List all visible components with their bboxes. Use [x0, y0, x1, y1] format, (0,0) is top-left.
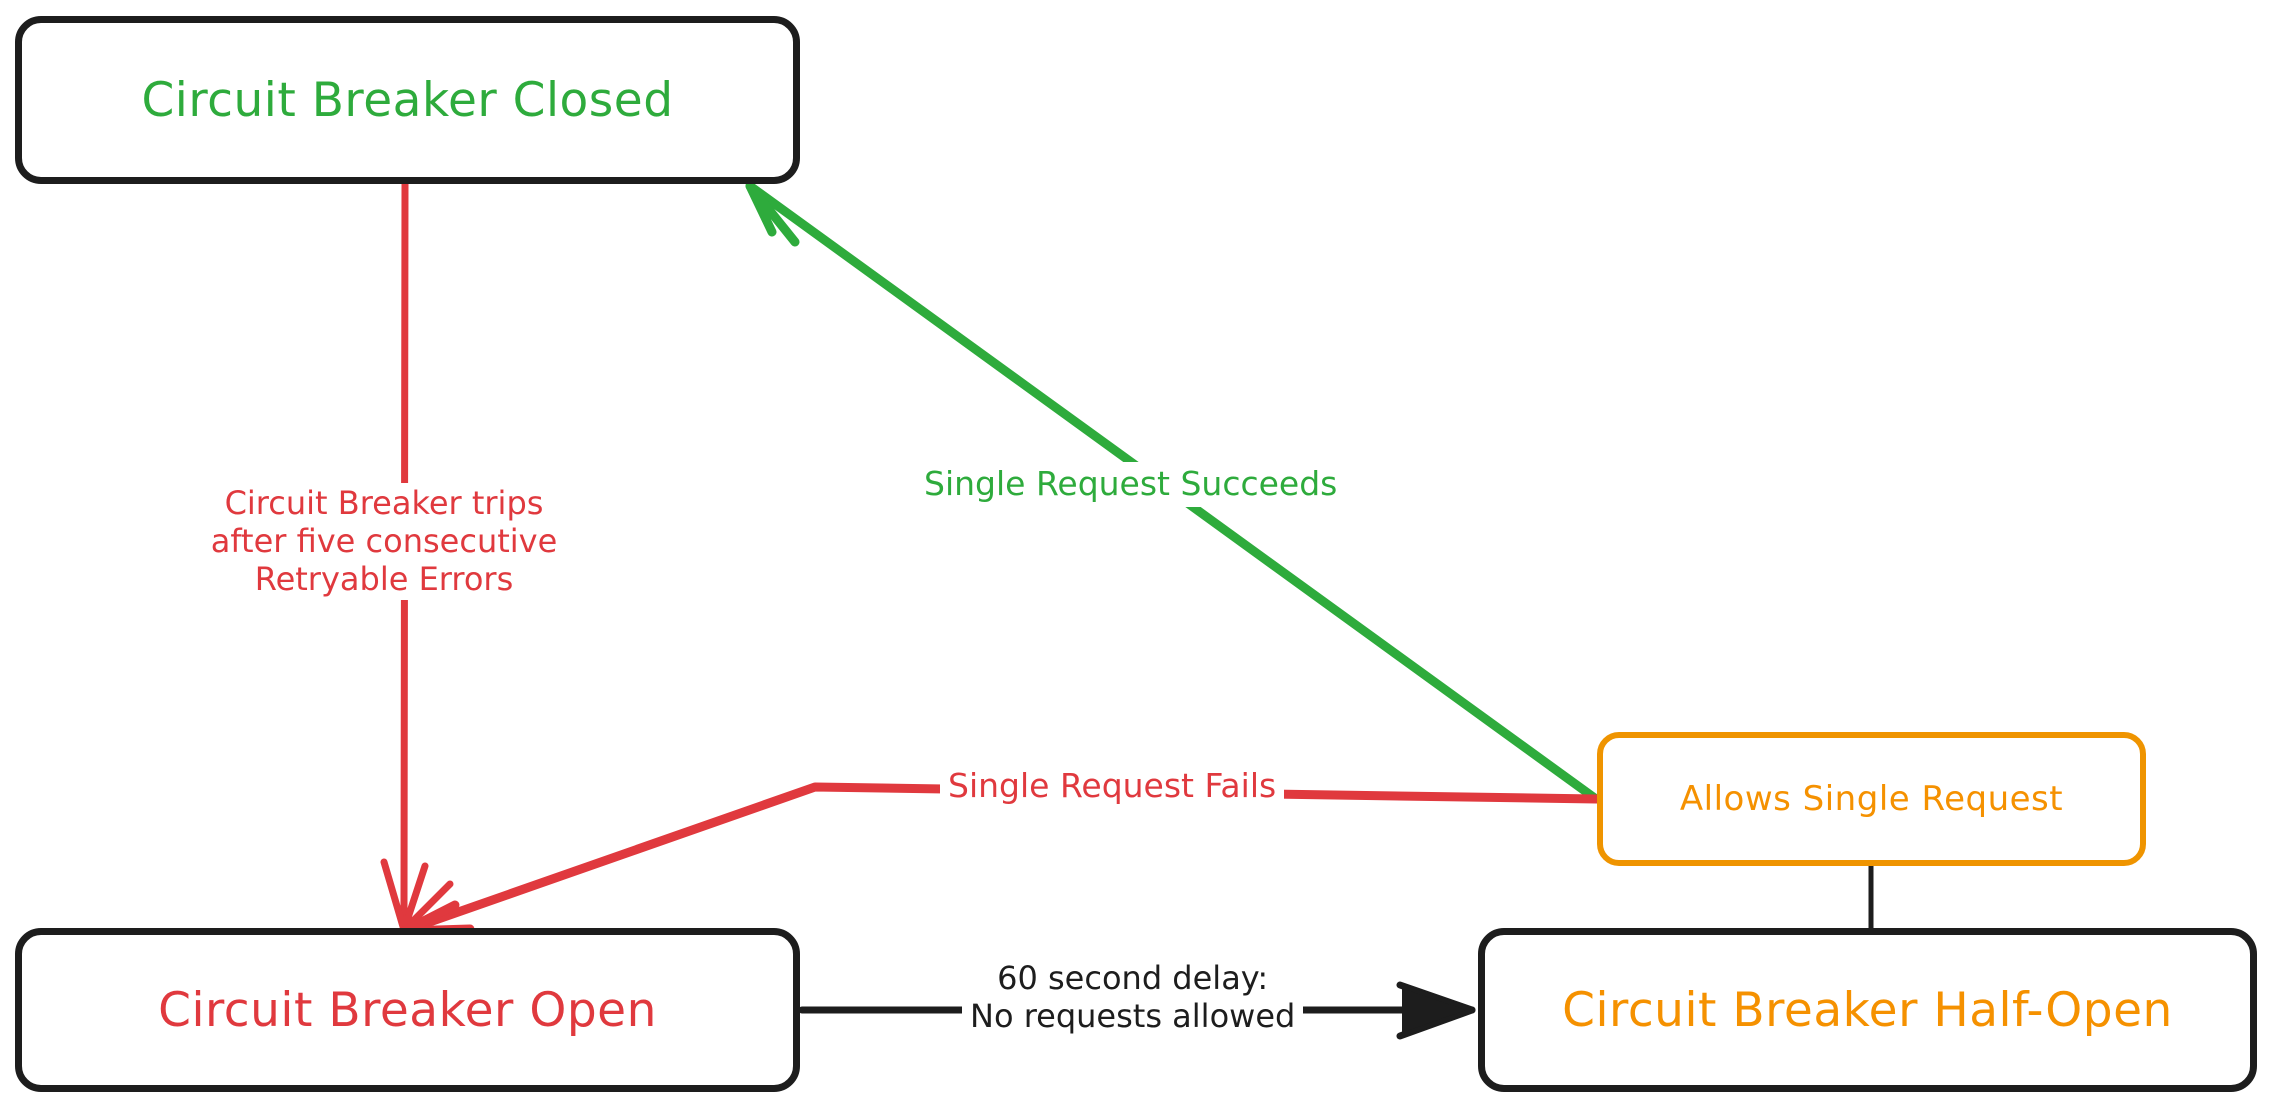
- node-circuit-breaker-open[interactable]: Circuit Breaker Open: [15, 928, 800, 1092]
- node-label-closed: Circuit Breaker Closed: [141, 72, 674, 128]
- edge-label-line: 60 second delay:: [997, 959, 1269, 997]
- edge-label-single-request-fails: Single Request Fails: [940, 764, 1285, 809]
- node-label-allows-single-request: Allows Single Request: [1679, 779, 2064, 819]
- edge-label-single-request-succeeds: Single Request Succeeds: [916, 462, 1346, 507]
- node-allows-single-request[interactable]: Allows Single Request: [1597, 732, 2146, 866]
- edge-label-60-second-delay: 60 second delay: No requests allowed: [962, 958, 1304, 1038]
- edge-label-line: No requests allowed: [970, 996, 1296, 1035]
- edge-label-line: Retryable Errors: [254, 559, 514, 598]
- node-label-half-open: Circuit Breaker Half-Open: [1562, 982, 2173, 1038]
- node-label-open: Circuit Breaker Open: [158, 982, 657, 1038]
- edge-label-line: Single Request Fails: [948, 766, 1277, 805]
- node-circuit-breaker-half-open[interactable]: Circuit Breaker Half-Open: [1478, 928, 2257, 1092]
- edge-label-line: after five consecutive: [210, 521, 558, 560]
- edge-label-line: Single Request Succeeds: [924, 464, 1338, 503]
- edge-label-line: Circuit Breaker trips: [224, 484, 544, 522]
- node-circuit-breaker-closed[interactable]: Circuit Breaker Closed: [15, 16, 800, 184]
- edge-label-circuit-breaker-trips: Circuit Breaker trips after five consecu…: [178, 483, 590, 601]
